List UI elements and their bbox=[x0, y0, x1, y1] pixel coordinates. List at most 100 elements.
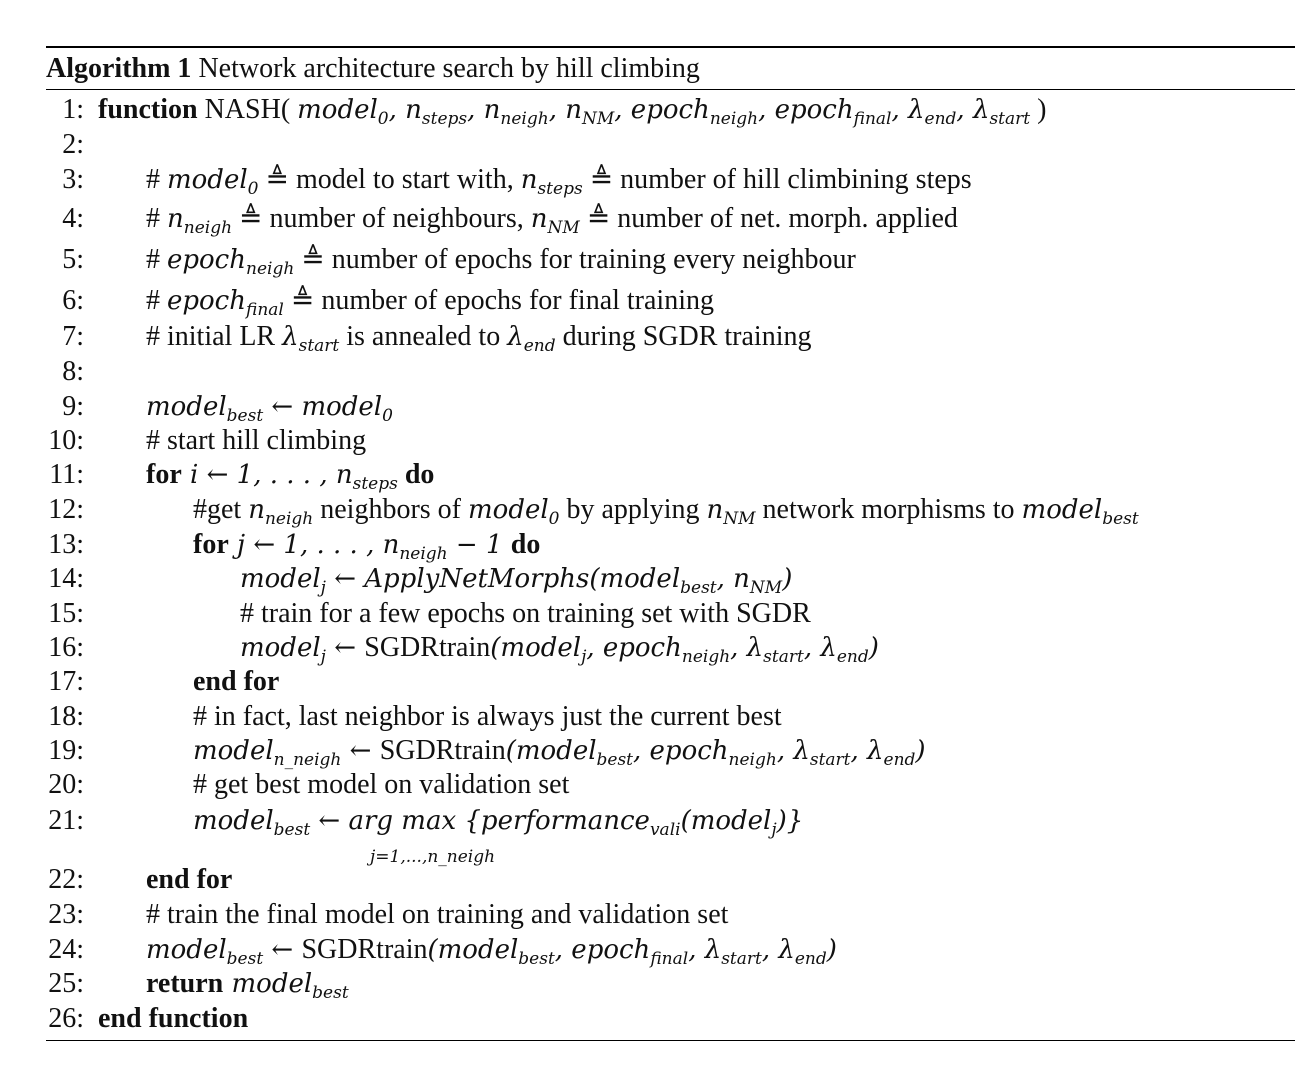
fragment-text: model bbox=[146, 392, 227, 422]
line-code: # in fact, last neighbor is always just … bbox=[193, 700, 782, 734]
math-fragment: nneigh bbox=[248, 495, 313, 528]
algorithm-line: 13: for j ← 1, . . . , nneigh − 1 do bbox=[0, 528, 1316, 563]
fragment-text: , λ bbox=[891, 95, 925, 125]
subscript: neigh bbox=[264, 509, 314, 529]
algorithm-line: 24:modelbest ← SGDRtrain(modelbest, epoc… bbox=[0, 933, 1316, 969]
subscript: NM bbox=[581, 109, 615, 129]
line-number: 19: bbox=[48, 735, 84, 766]
subscript: neigh bbox=[246, 259, 295, 279]
line-code: for i ← 1, . . . , nsteps do bbox=[146, 458, 435, 493]
line-number: 17: bbox=[48, 666, 84, 697]
subscript: NM bbox=[749, 578, 783, 598]
fragment-text: n bbox=[530, 204, 548, 234]
fragment-text: #get bbox=[193, 494, 249, 525]
line-number: 9: bbox=[62, 391, 84, 422]
fragment-text: , epoch bbox=[614, 95, 710, 125]
line-number: 6: bbox=[62, 285, 84, 316]
fragment-text: during SGDR training bbox=[555, 321, 812, 352]
line-code: return modelbest bbox=[146, 967, 349, 1002]
comment-text: ≜ number of epochs for training every ne… bbox=[294, 244, 856, 275]
math-fragment: modelj bbox=[240, 564, 326, 597]
math-fragment: , λend bbox=[851, 736, 916, 769]
math-fragment: ) bbox=[782, 564, 792, 594]
fragment-text: ← bbox=[325, 633, 365, 663]
algorithm-line: 25: return modelbest bbox=[0, 967, 1316, 1002]
subscript: j bbox=[320, 647, 326, 667]
line-code: # train the final model on training and … bbox=[146, 898, 728, 932]
line-number: 14: bbox=[48, 563, 84, 594]
math-fragment: nneigh bbox=[167, 204, 232, 237]
line-code: modelbest ← model0 bbox=[146, 390, 393, 425]
subscript: final bbox=[853, 109, 892, 129]
fragment-text: epoch bbox=[167, 245, 246, 275]
math-fragment: , nneigh bbox=[467, 95, 549, 128]
keyword: for bbox=[146, 459, 182, 490]
subscript: final bbox=[650, 949, 689, 969]
subscript: j bbox=[320, 578, 326, 598]
subscript: start bbox=[721, 949, 762, 969]
fragment-text: , epoch bbox=[758, 95, 854, 125]
fragment-text: # in fact, last neighbor is always just … bbox=[193, 701, 782, 732]
comment-text: is annealed to bbox=[339, 321, 507, 352]
math-fragment: ← ApplyNetMorphs(modelbest bbox=[326, 564, 716, 597]
fragment-text: model bbox=[297, 95, 378, 125]
keyword: do bbox=[405, 459, 435, 490]
line-code: modelj ← SGDRtrain(modelj, epochneigh, λ… bbox=[240, 631, 879, 667]
algorithm-line: 11:for i ← 1, . . . , nsteps do bbox=[0, 458, 1316, 493]
fragment-text: (model bbox=[490, 633, 582, 663]
line-number: 13: bbox=[48, 529, 84, 560]
fragment-text: , epoch bbox=[633, 736, 729, 766]
comment-text: ) bbox=[1030, 94, 1046, 125]
fragment-text: , n bbox=[548, 95, 582, 125]
algorithm-line: 14: modelj ← ApplyNetMorphs(modelbest, nN… bbox=[0, 562, 1316, 598]
line-number: 2: bbox=[62, 129, 84, 160]
math-fragment: ← arg max {performancevali bbox=[310, 806, 680, 839]
comment-text: # bbox=[146, 244, 167, 275]
algorithm-line: 21:modelbest ← arg max {performancevali(… bbox=[0, 804, 1316, 867]
fragment-text: # bbox=[146, 244, 167, 275]
line-code: end for bbox=[193, 665, 279, 699]
keyword: end for bbox=[146, 864, 232, 895]
line-number: 15: bbox=[48, 598, 84, 629]
math-fragment: , epochneigh bbox=[614, 95, 758, 128]
line-code: end function bbox=[98, 1002, 248, 1036]
comment-text: ≜ number of net. morph. applied bbox=[580, 203, 958, 234]
fragment-text: model bbox=[223, 969, 313, 999]
comment-text: neighbors of bbox=[313, 494, 468, 525]
algorithm-line: 8: bbox=[0, 355, 1316, 389]
line-code: # start hill climbing bbox=[146, 424, 366, 458]
subscript: j bbox=[581, 647, 587, 667]
fragment-text: , epoch bbox=[586, 633, 682, 663]
top-rule bbox=[46, 46, 1295, 48]
math-fragment: , epochfinal bbox=[758, 95, 891, 128]
fragment-text: , epoch bbox=[554, 935, 651, 965]
fragment-text: , n bbox=[716, 564, 750, 594]
line-code: modeln_neigh ← SGDRtrain(modelbest, epoc… bbox=[193, 734, 926, 769]
fragment-text: ← arg max {performance bbox=[310, 806, 650, 836]
line-number: 25: bbox=[48, 968, 84, 999]
comment-text: ≜ number of hill climbining steps bbox=[583, 164, 972, 195]
subscript: neigh bbox=[709, 109, 759, 129]
subscript: j bbox=[771, 820, 777, 840]
math-fragment: model0 bbox=[297, 95, 388, 128]
fragment-text: ≜ number of epochs for training every ne… bbox=[294, 244, 856, 275]
fragment-text: SGDRtrain bbox=[301, 934, 428, 965]
math-fragment: modelj bbox=[240, 633, 326, 666]
fragment-text: SGDRtrain bbox=[364, 632, 491, 663]
comment-text: # bbox=[146, 285, 167, 316]
math-fragment: modelbest bbox=[223, 969, 349, 1002]
line-code: # initial LR λstart is annealed to λend … bbox=[146, 320, 812, 355]
line-code: for j ← 1, . . . , nneigh − 1 do bbox=[193, 528, 540, 563]
fragment-text: model bbox=[240, 564, 321, 594]
math-fragment: , λstart bbox=[956, 95, 1030, 128]
fragment-text: # get best model on validation set bbox=[193, 769, 570, 800]
subscript: steps bbox=[421, 109, 468, 129]
fragment-text: model bbox=[240, 633, 321, 663]
line-code: modelbest ← SGDRtrain(modelbest, epochfi… bbox=[146, 933, 837, 969]
fragment-text: )} bbox=[776, 806, 804, 836]
math-fragment: , λend bbox=[891, 95, 957, 128]
fragment-text: # initial LR bbox=[146, 321, 283, 352]
algorithm-title: Network architecture search by hill clim… bbox=[198, 53, 700, 84]
line-number: 23: bbox=[48, 899, 84, 930]
math-fragment: model0 bbox=[468, 495, 559, 528]
